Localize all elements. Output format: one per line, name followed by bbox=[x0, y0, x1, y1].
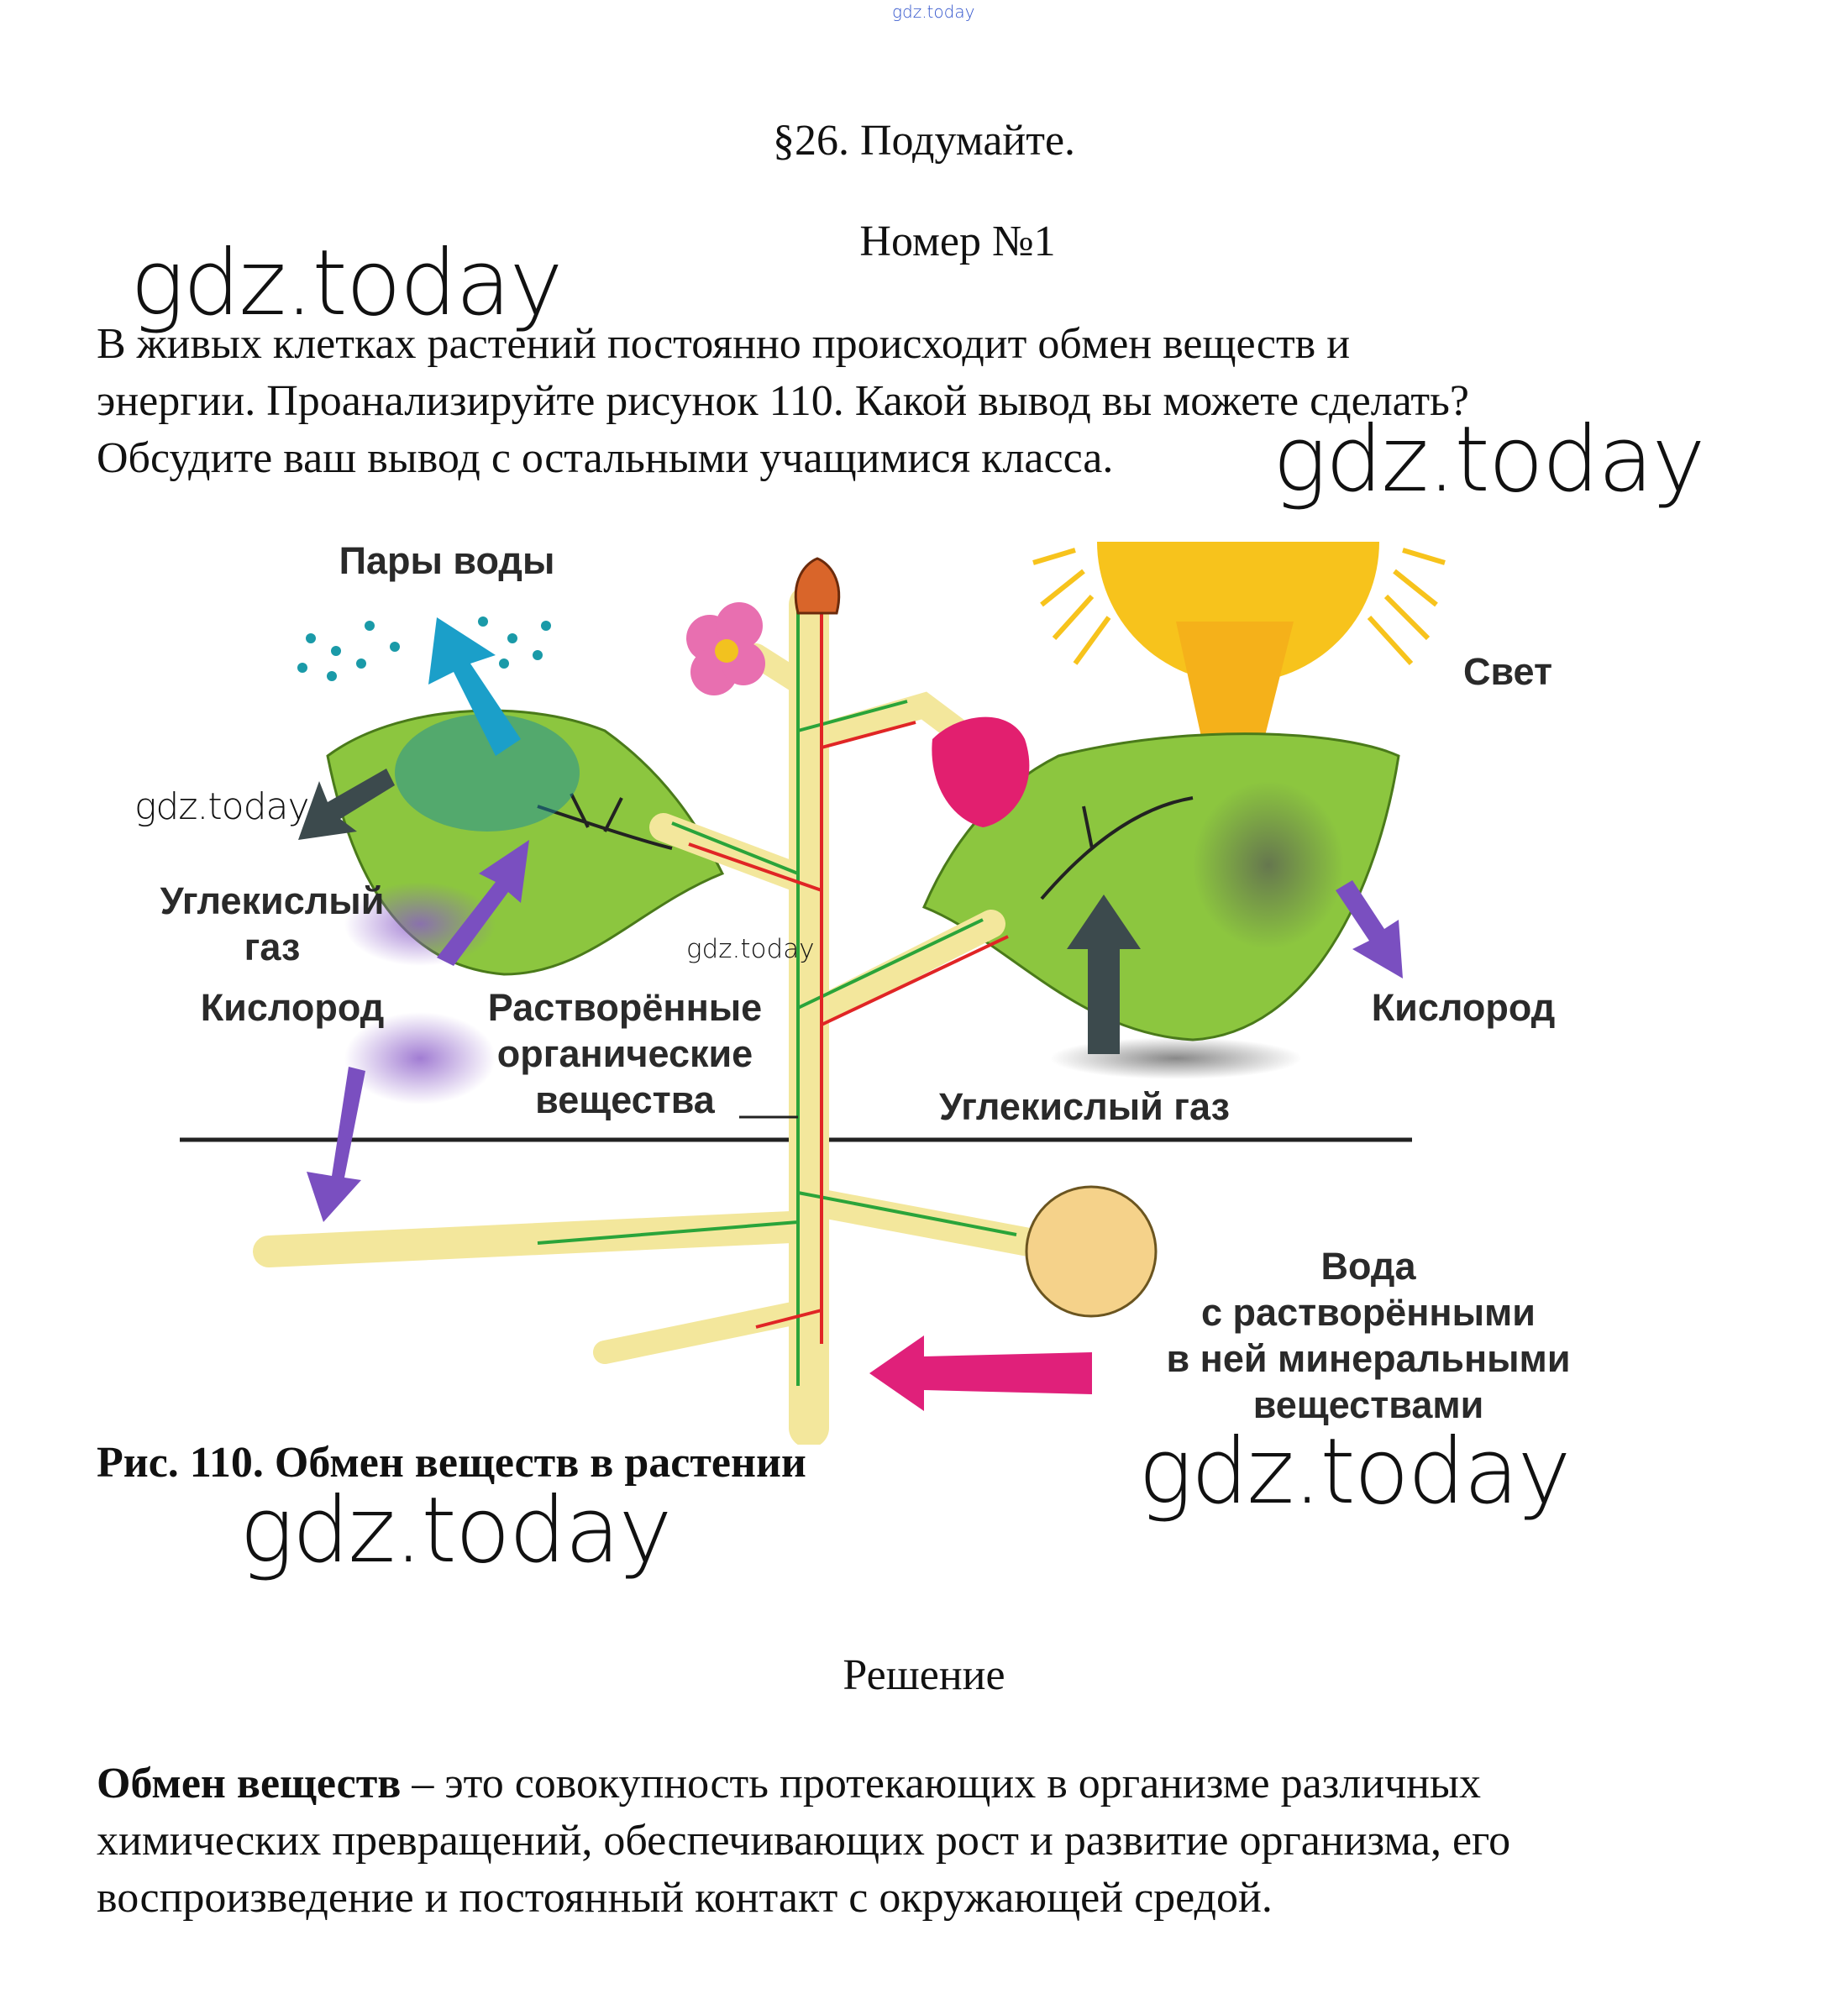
label-water-minerals: Вода с растворёнными в ней минеральными … bbox=[1166, 1243, 1570, 1428]
solution-heading: Решение bbox=[843, 1651, 1005, 1699]
watermark: gdz.today bbox=[1273, 407, 1705, 512]
label-oxygen-right: Кислород bbox=[1371, 986, 1556, 1029]
task-number: Номер №1 bbox=[859, 218, 1056, 265]
label-line: газ bbox=[244, 926, 301, 968]
question-line: энергии. Проанализируйте рисунок 110. Ка… bbox=[97, 377, 1469, 425]
co2-up-arrow bbox=[1067, 895, 1141, 1054]
label-line: веществами bbox=[1252, 1383, 1484, 1426]
watermark: gdz.today bbox=[134, 785, 310, 828]
solution-text: Обмен веществ – это совокупность протека… bbox=[97, 1755, 1510, 1927]
label-line: вещества bbox=[535, 1078, 715, 1121]
solution-line: химических превращений, обеспечивающих р… bbox=[97, 1817, 1511, 1865]
bud-icon bbox=[794, 557, 841, 615]
plant-metabolism-figure: Пары воды Свет Углекислый газ Кислород Р… bbox=[134, 539, 1571, 1445]
flower-icon bbox=[686, 602, 765, 695]
label-line: органические bbox=[496, 1032, 753, 1075]
label-line: с растворёнными bbox=[1201, 1291, 1536, 1334]
label-line: в ней минеральными bbox=[1166, 1337, 1571, 1380]
question-line: Обсудите ваш вывод с остальными учащимис… bbox=[97, 434, 1114, 482]
water-vapor-arrow bbox=[428, 617, 521, 756]
plant-illustration bbox=[180, 542, 1446, 1445]
top-watermark: gdz.today bbox=[892, 2, 975, 22]
term: Обмен веществ bbox=[97, 1760, 402, 1807]
watermark: gdz.today bbox=[130, 231, 563, 336]
water-in-arrow bbox=[869, 1335, 1092, 1411]
co2-in-arrow bbox=[437, 840, 529, 966]
label-light: Свет bbox=[1462, 650, 1553, 693]
watermark: gdz.today bbox=[239, 1478, 672, 1583]
watermark: gdz.today bbox=[1138, 1419, 1571, 1524]
label-line: Вода bbox=[1320, 1245, 1416, 1288]
label-water-vapor: Пары воды bbox=[339, 539, 555, 582]
strawberry-icon bbox=[932, 716, 1030, 827]
figure-caption: Рис. 110. Обмен веществ в растении bbox=[97, 1439, 806, 1487]
label-oxygen-left: Кислород bbox=[200, 986, 385, 1029]
label-co2-bottom: Углекислый газ bbox=[938, 1085, 1231, 1128]
section-title: §26. Подумайте. bbox=[772, 117, 1076, 165]
oxygen-down-arrow bbox=[307, 1067, 365, 1222]
question-text: В живых клетках растений постоянно проис… bbox=[97, 316, 1469, 487]
watermark: gdz.today bbox=[686, 934, 815, 964]
solution-line: воспроизведение и постоянный контакт с о… bbox=[97, 1874, 1273, 1922]
label-line: Растворённые bbox=[487, 986, 763, 1029]
co2-out-arrow bbox=[298, 769, 395, 840]
label-co2-left: Углекислый газ bbox=[160, 878, 385, 970]
definition-text: – это совокупность протекающих в организ… bbox=[401, 1760, 1481, 1807]
question-line: В живых клетках растений постоянно проис… bbox=[97, 320, 1351, 368]
label-organic-substances: Растворённые органические вещества bbox=[488, 984, 762, 1123]
solution-line: Обмен веществ – это совокупность протека… bbox=[97, 1755, 1510, 1813]
label-line: Углекислый bbox=[160, 879, 385, 922]
root-tuber bbox=[1025, 1185, 1158, 1318]
oxygen-right-arrow bbox=[1336, 880, 1403, 979]
